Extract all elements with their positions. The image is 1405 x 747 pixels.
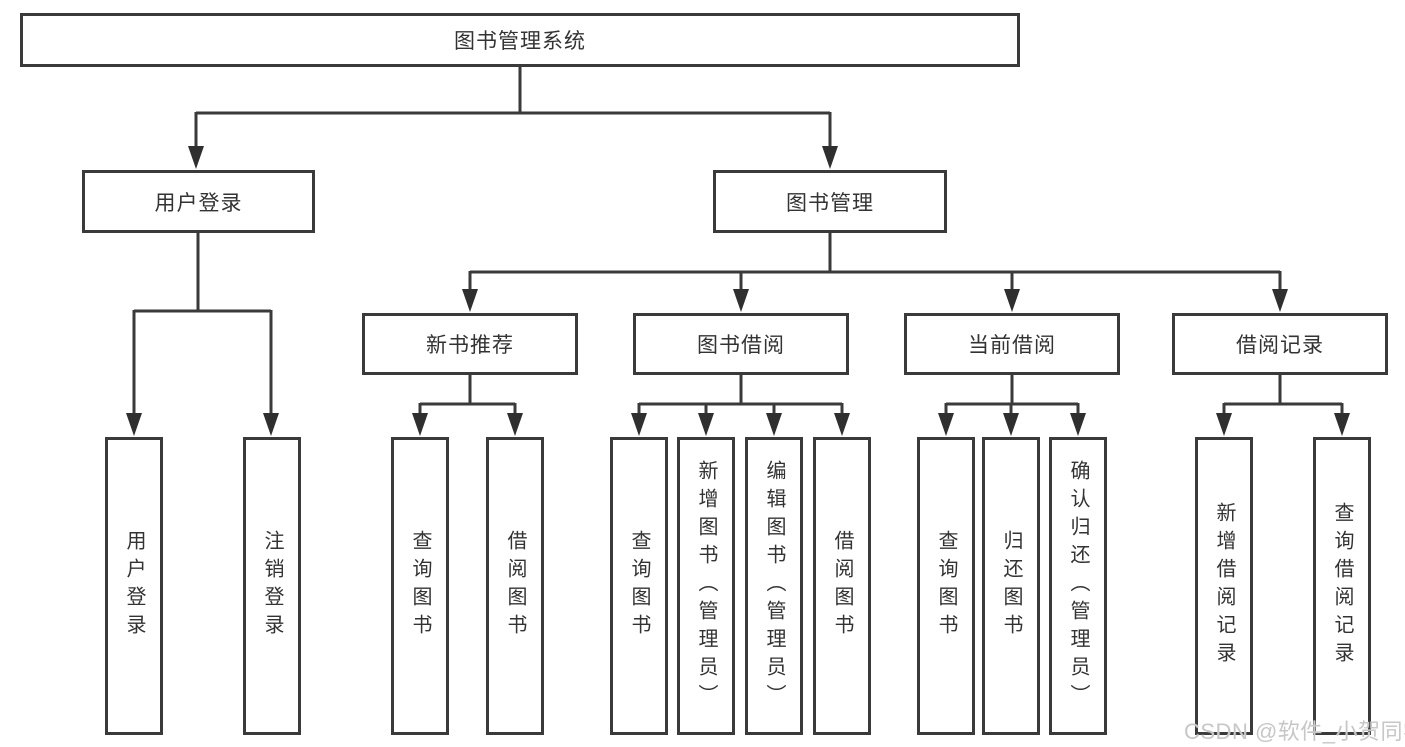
leaf-borrow-borrow-book: 借阅图书	[813, 437, 871, 735]
leaf-current-query-book-label: 查询图书	[935, 530, 957, 642]
leaf-record-add-record: 新增借阅记录	[1195, 437, 1253, 735]
leaf-record-query-record: 查询借阅记录	[1313, 437, 1371, 735]
node-root: 图书管理系统	[20, 13, 1020, 67]
leaf-borrow-borrow-book-label: 借阅图书	[831, 530, 853, 642]
node-book-borrow: 图书借阅	[633, 313, 849, 375]
leaf-current-query-book: 查询图书	[917, 437, 975, 735]
leaf-newrec-borrow-book-label: 借阅图书	[504, 530, 526, 642]
node-borrow-record-label: 借阅记录	[1236, 334, 1324, 357]
leaf-newrec-borrow-book: 借阅图书	[486, 437, 544, 735]
leaf-user-login-label: 用户登录	[123, 530, 145, 642]
leaf-newrec-query-book-label: 查询图书	[409, 530, 431, 642]
leaf-borrow-query-book: 查询图书	[610, 437, 668, 735]
leaf-newrec-query-book: 查询图书	[391, 437, 449, 735]
leaf-borrow-add-book-admin: 新增图书（管理员）	[677, 437, 735, 735]
leaf-current-return-book: 归还图书	[982, 437, 1040, 735]
node-user-login: 用户登录	[82, 170, 315, 233]
leaf-current-confirm-return-admin: 确认归还（管理员）	[1049, 437, 1107, 735]
node-book-management: 图书管理	[713, 170, 947, 233]
leaf-borrow-edit-book-admin: 编辑图书（管理员）	[745, 437, 803, 735]
node-book-management-label: 图书管理	[786, 191, 874, 215]
node-new-book-recommend: 新书推荐	[362, 313, 578, 375]
csdn-watermark: CSDN @软件_小贺同学	[1184, 719, 1405, 744]
leaf-record-add-record-label: 新增借阅记录	[1213, 502, 1235, 670]
leaf-logout: 注销登录	[243, 437, 301, 735]
node-current-borrow: 当前借阅	[904, 313, 1120, 375]
node-new-book-recommend-label: 新书推荐	[426, 334, 514, 357]
leaf-borrow-query-book-label: 查询图书	[628, 530, 650, 642]
node-user-login-label: 用户登录	[154, 191, 243, 215]
node-current-borrow-label: 当前借阅	[968, 334, 1056, 357]
leaf-record-query-record-label: 查询借阅记录	[1331, 502, 1353, 670]
leaf-current-confirm-return-admin-label: 确认归还（管理员）	[1067, 460, 1089, 712]
leaf-borrow-add-book-admin-label: 新增图书（管理员）	[695, 460, 717, 712]
leaf-logout-label: 注销登录	[261, 530, 283, 642]
leaf-user-login: 用户登录	[105, 437, 163, 735]
node-borrow-record: 借阅记录	[1172, 313, 1388, 375]
node-book-borrow-label: 图书借阅	[697, 334, 785, 357]
leaf-borrow-edit-book-admin-label: 编辑图书（管理员）	[763, 460, 785, 712]
node-root-label: 图书管理系统	[454, 30, 586, 53]
leaf-current-return-book-label: 归还图书	[1000, 530, 1022, 642]
